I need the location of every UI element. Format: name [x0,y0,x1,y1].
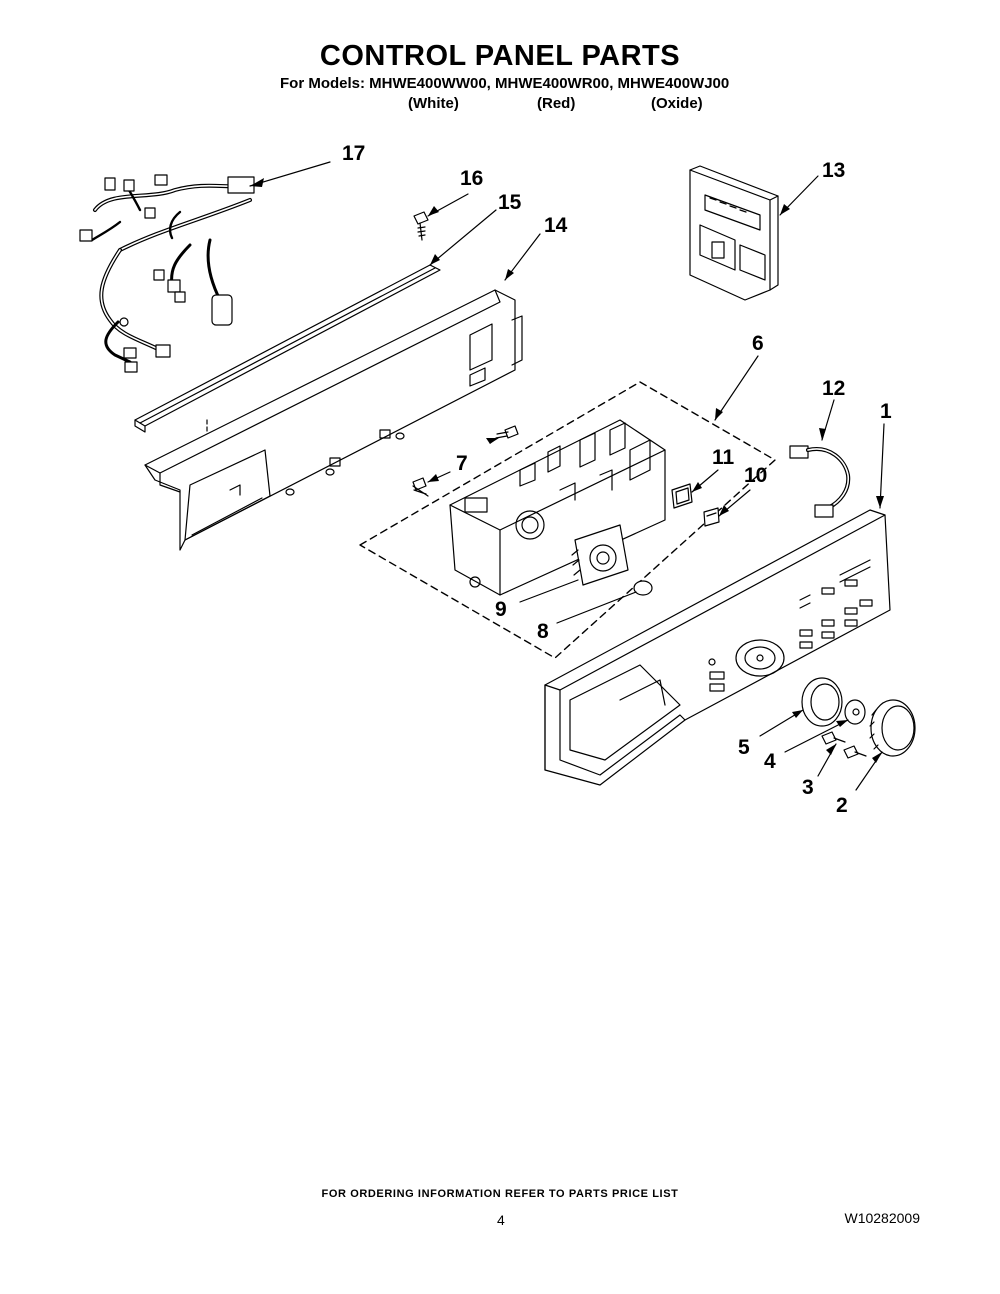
callout-11: 11 [712,446,735,469]
callout-6: 6 [752,332,764,355]
variant-oxide: (Oxide) [651,95,703,112]
variant-red: (Red) [537,95,576,112]
document-number: W10282009 [844,1210,920,1226]
screw-part-16 [413,211,429,241]
console-bracket-part [144,289,523,551]
page-title: CONTROL PANEL PARTS [319,40,681,72]
wire-harness-part [79,174,255,373]
callout-13: 13 [822,159,845,182]
callout-17: 17 [342,142,365,165]
callout-9: 9 [495,598,507,621]
callout-labels: 17 16 15 14 13 6 12 1 7 11 10 9 8 5 4 3 … [342,142,892,817]
screws-part-7 [412,425,519,497]
callout-12: 12 [822,377,845,400]
callout-14: 14 [544,214,568,237]
ordering-note: FOR ORDERING INFORMATION REFER TO PARTS … [321,1188,679,1200]
callout-3: 3 [802,776,814,799]
button-part-10 [703,507,720,527]
callout-16: 16 [460,167,483,190]
user-interface-board-part [449,419,666,596]
knob-ring-part [801,677,843,727]
callout-15: 15 [498,191,522,214]
leader-lines [249,161,885,791]
rail-part [134,264,441,443]
callout-10: 10 [744,464,767,487]
variant-white: (White) [408,95,459,112]
callout-2: 2 [836,794,848,817]
exploded-parts-diagram: 17 16 15 14 13 6 12 1 7 11 10 9 8 5 4 3 … [79,142,916,817]
knob-part [869,699,916,757]
page-number: 4 [497,1212,505,1228]
callout-1: 1 [880,400,892,423]
models-line: For Models: MHWE400WW00, MHWE400WR00, MH… [280,75,730,92]
cable-part [789,445,851,518]
leader-arrowheads [250,178,884,763]
control-board-part [689,165,779,301]
screws-part-3 [821,731,867,759]
callout-4: 4 [764,750,776,773]
ui-assembly-group-outline [359,381,776,659]
callout-7: 7 [456,452,468,475]
knob-hub-part [844,699,866,725]
callout-8: 8 [537,620,549,643]
button-part-11 [671,483,693,509]
callout-5: 5 [738,736,750,759]
disc-part [633,580,653,596]
console-part [544,509,891,786]
encoder-part [571,524,629,586]
